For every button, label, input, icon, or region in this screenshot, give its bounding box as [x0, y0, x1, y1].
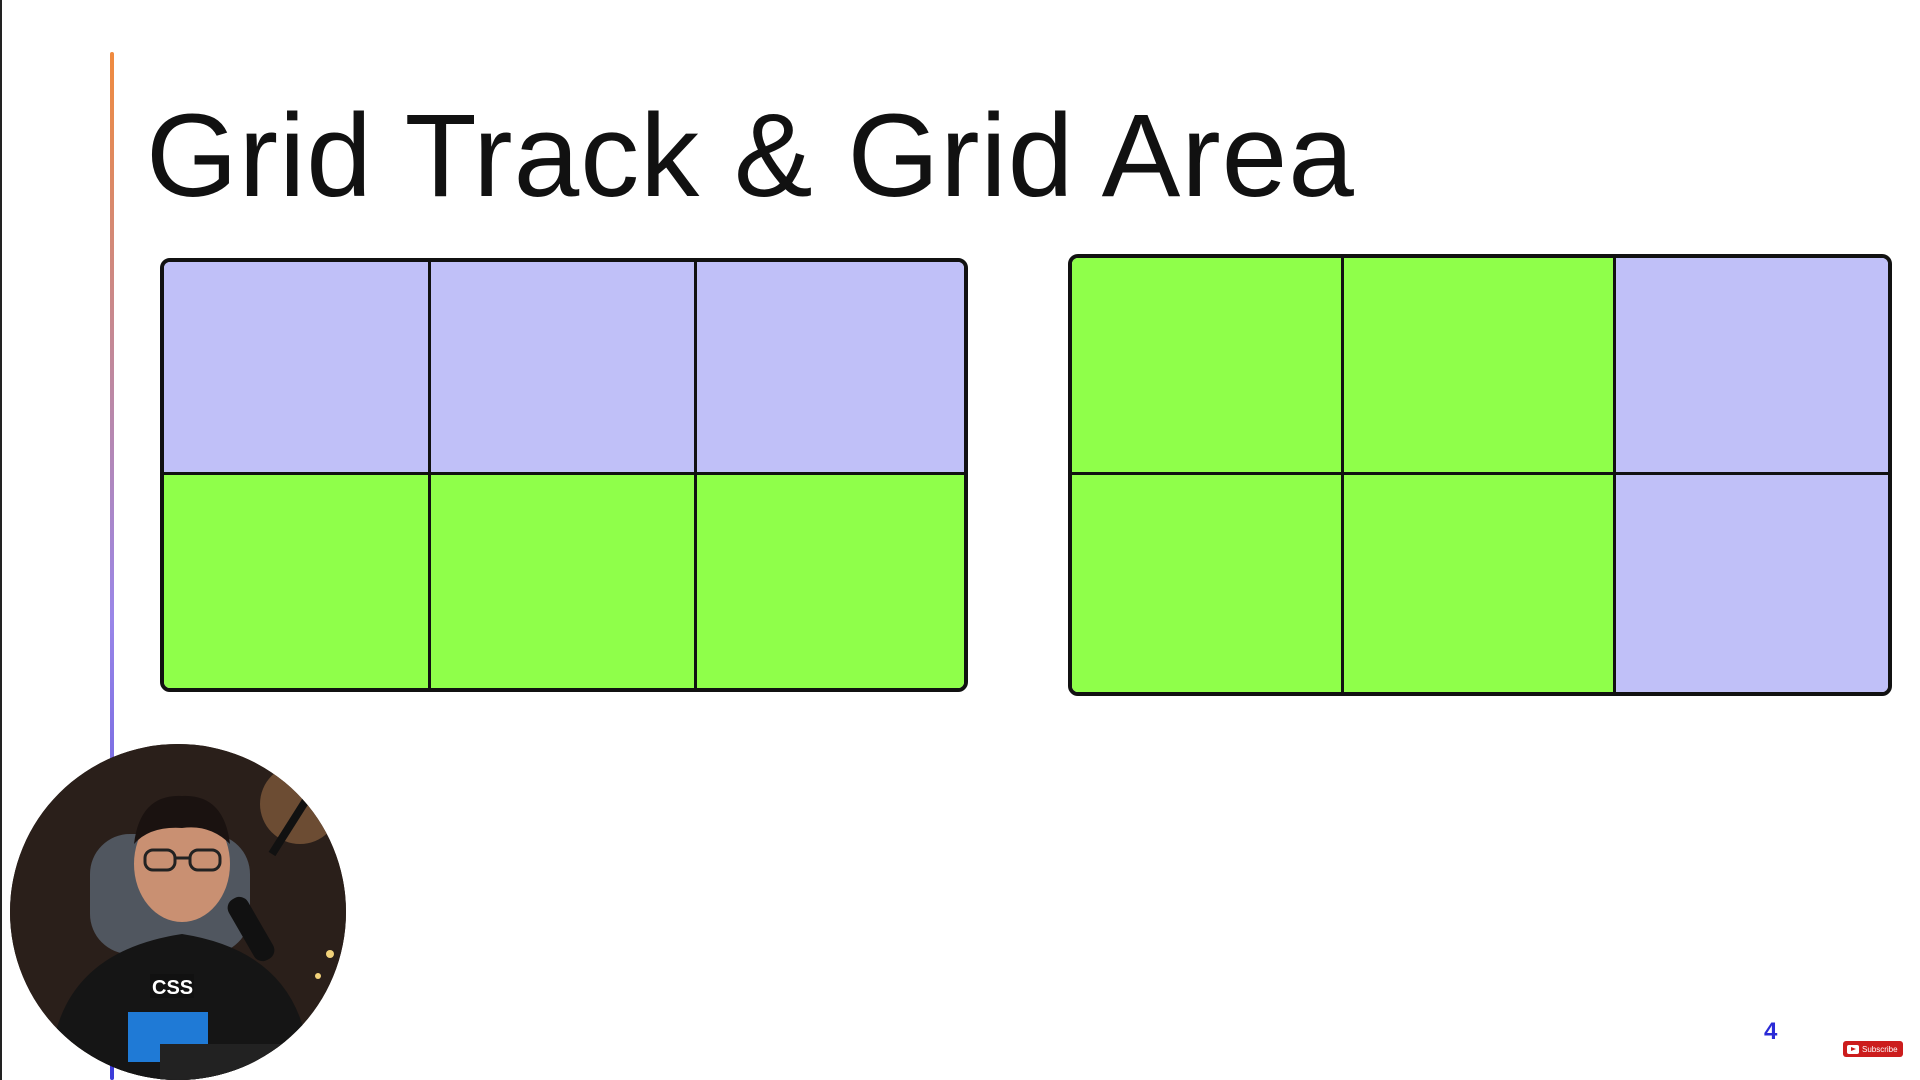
- grid-cell: [1344, 475, 1616, 692]
- grid-area-example: [1068, 254, 1892, 696]
- grid-cell: [164, 475, 431, 688]
- grid-cell: [430, 475, 698, 688]
- slide-title: Grid Track & Grid Area: [146, 90, 1355, 222]
- grid-cell: [430, 262, 698, 475]
- grid-cell: [1072, 475, 1344, 692]
- grid-cell: [1616, 475, 1888, 692]
- presenter-figure: CSS: [10, 744, 346, 1080]
- grid-track-example: [160, 258, 968, 692]
- grid-cell: [1616, 258, 1888, 475]
- presenter-webcam: CSS: [10, 744, 346, 1080]
- window-edge: [0, 0, 2, 1080]
- svg-text:CSS: CSS: [152, 977, 193, 999]
- youtube-icon: [1847, 1044, 1859, 1054]
- grid-cell: [1344, 258, 1616, 475]
- page-number: 4: [1764, 1018, 1778, 1045]
- grid-cell: [697, 475, 964, 688]
- grid-cell: [164, 262, 431, 475]
- accent-line: [110, 52, 114, 1080]
- grid-cell: [697, 262, 964, 475]
- subscribe-button[interactable]: Subscribe: [1843, 1041, 1903, 1057]
- subscribe-label: Subscribe: [1862, 1044, 1898, 1054]
- grid-cell: [1072, 258, 1344, 475]
